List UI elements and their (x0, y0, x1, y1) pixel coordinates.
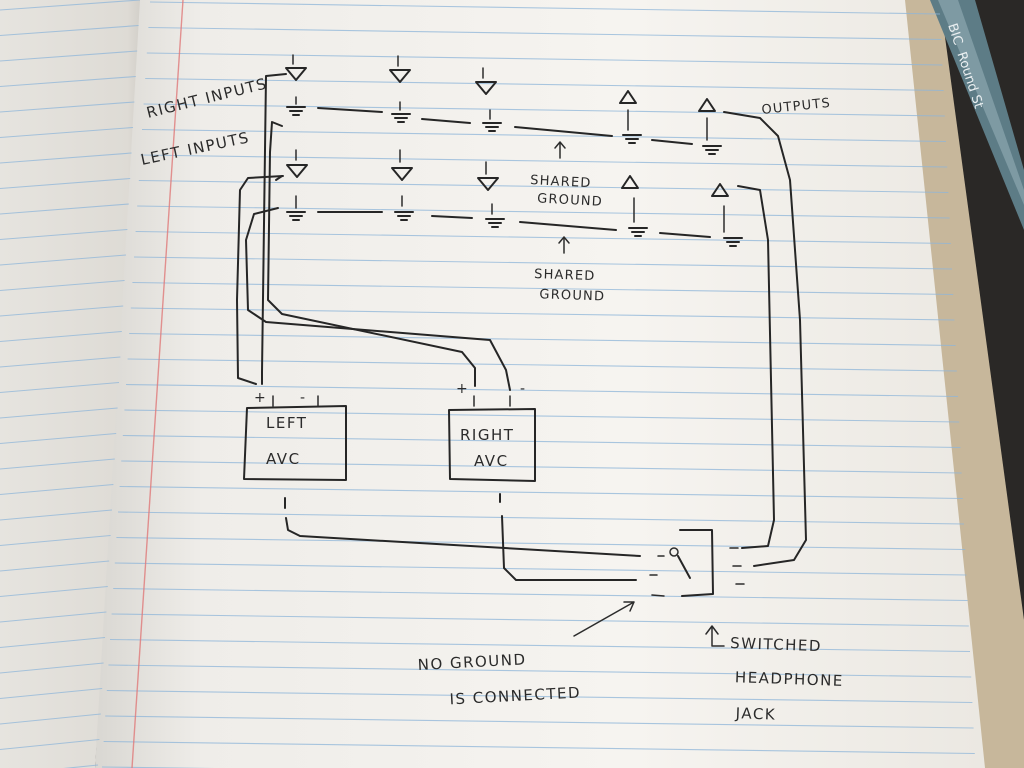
jack-contact-icon (669, 547, 679, 557)
ruled-line (138, 179, 949, 194)
ruled-line (111, 613, 969, 627)
ruled-line (119, 485, 963, 500)
ruled-line (121, 460, 962, 474)
right-avc-box: RIGHT AVC + - (448, 381, 536, 482)
ruled-line-left-page (0, 75, 136, 88)
ruled-line-left-page (0, 534, 111, 547)
circuit-diagram: LEFT AVC + - RIGHT AVC + - (236, 54, 807, 647)
ruled-line (116, 536, 966, 551)
ruled-line-left-page (0, 662, 104, 674)
left-page (0, 0, 150, 768)
ruled-line (133, 256, 953, 270)
ruled-line-left-page (0, 585, 108, 598)
ruled-line-left-page (0, 636, 106, 649)
ruled-line (145, 77, 944, 92)
ruled-line-left-page (0, 330, 122, 343)
jack-label-line2: HEADPHONE (735, 668, 844, 690)
input-wires (236, 73, 511, 391)
ruled-line-left-page (0, 228, 128, 241)
shared-ground-bottom-line1: SHARED (534, 267, 596, 284)
ruled-line-left-page (0, 152, 132, 164)
ruled-line-left-page (0, 611, 107, 623)
ruled-line (114, 562, 967, 576)
shared-ground-bottom-line2: GROUND (539, 287, 605, 304)
ruled-line-left-page (0, 407, 118, 419)
no-ground-label-line1: NO GROUND (417, 650, 527, 674)
ruled-line-left-page (0, 458, 115, 470)
ruled-line-left-page (0, 0, 141, 11)
right-avc-minus-label: - (520, 381, 527, 397)
ruled-line (106, 689, 973, 704)
top-ground-row (286, 96, 722, 155)
ruled-line (146, 52, 943, 66)
arrow-up-icon (705, 625, 725, 647)
right-avc-label-line1: RIGHT (460, 426, 514, 444)
ruled-line-left-page (63, 764, 99, 768)
right-avc-label-line2: AVC (474, 452, 509, 470)
ruled-line (113, 587, 968, 602)
ruled-line-left-page (0, 560, 110, 572)
ruled-line-left-page (0, 126, 134, 139)
outputs-label: OUTPUTS (761, 96, 832, 118)
ruled-line-left-page (0, 305, 124, 317)
left-avc-minus-label: - (300, 390, 307, 406)
left-input-jacks (286, 149, 499, 191)
ruled-line (148, 26, 942, 41)
right-avc-plus-label: + (456, 381, 469, 397)
ruled-line-left-page (0, 713, 101, 725)
ruled-line-left-page (0, 432, 117, 445)
ruled-line-left-page (0, 279, 125, 292)
bottom-ground-row (286, 195, 743, 247)
switched-headphone-jack (649, 529, 745, 597)
ruled-line (141, 128, 947, 143)
ruled-line-left-page (0, 738, 100, 751)
ruled-line-left-page (0, 24, 139, 37)
avc-output-wires (284, 493, 641, 581)
ruled-line-left-page (0, 203, 129, 215)
right-input-jacks (285, 54, 497, 95)
right-page (95, 0, 985, 768)
ruled-line (135, 230, 951, 245)
arrow-up-icon (554, 141, 566, 159)
ruled-line (117, 511, 965, 525)
left-avc-plus-label: + (254, 390, 267, 406)
ruled-line (105, 715, 974, 729)
ruled-line-left-page (0, 356, 121, 368)
left-avc-label-line2: AVC (266, 450, 301, 468)
pencil-brand: BIC (944, 22, 965, 47)
ruled-line-left-page (0, 509, 113, 521)
ruled-line (103, 740, 975, 755)
ruled-line-left-page (0, 687, 103, 700)
ruled-line (129, 332, 956, 347)
ruled-line (130, 307, 955, 321)
output-wires (723, 111, 807, 567)
ruled-line-left-page (0, 101, 135, 113)
shared-ground-top-line2: GROUND (537, 191, 603, 209)
ruled-line (108, 664, 972, 678)
ruled-line-left-page (0, 254, 127, 266)
ruled-lines (0, 0, 975, 768)
ruled-line (140, 154, 948, 168)
ruled-line-left-page (0, 381, 120, 394)
shared-ground-top-line1: SHARED (530, 173, 592, 191)
ruled-line (122, 434, 961, 449)
left-avc-box: LEFT AVC + - (243, 390, 347, 481)
jack-label-line3: JACK (734, 704, 776, 723)
margin-line (131, 0, 184, 768)
ruled-line (109, 638, 971, 653)
ruled-line-left-page (0, 50, 138, 62)
ruled-line (125, 383, 959, 398)
ruled-line (124, 409, 960, 423)
arrow-up-icon (558, 236, 570, 254)
ruled-line (137, 205, 950, 219)
arrow-icon (573, 601, 635, 637)
ruled-line (127, 358, 957, 372)
jack-label-line1: SWITCHED (730, 634, 822, 655)
left-avc-label-line1: LEFT (266, 414, 307, 432)
ruled-line-left-page (0, 177, 131, 190)
ruled-line-left-page (0, 483, 114, 496)
ruled-line (149, 1, 941, 15)
ruled-line (143, 103, 945, 117)
